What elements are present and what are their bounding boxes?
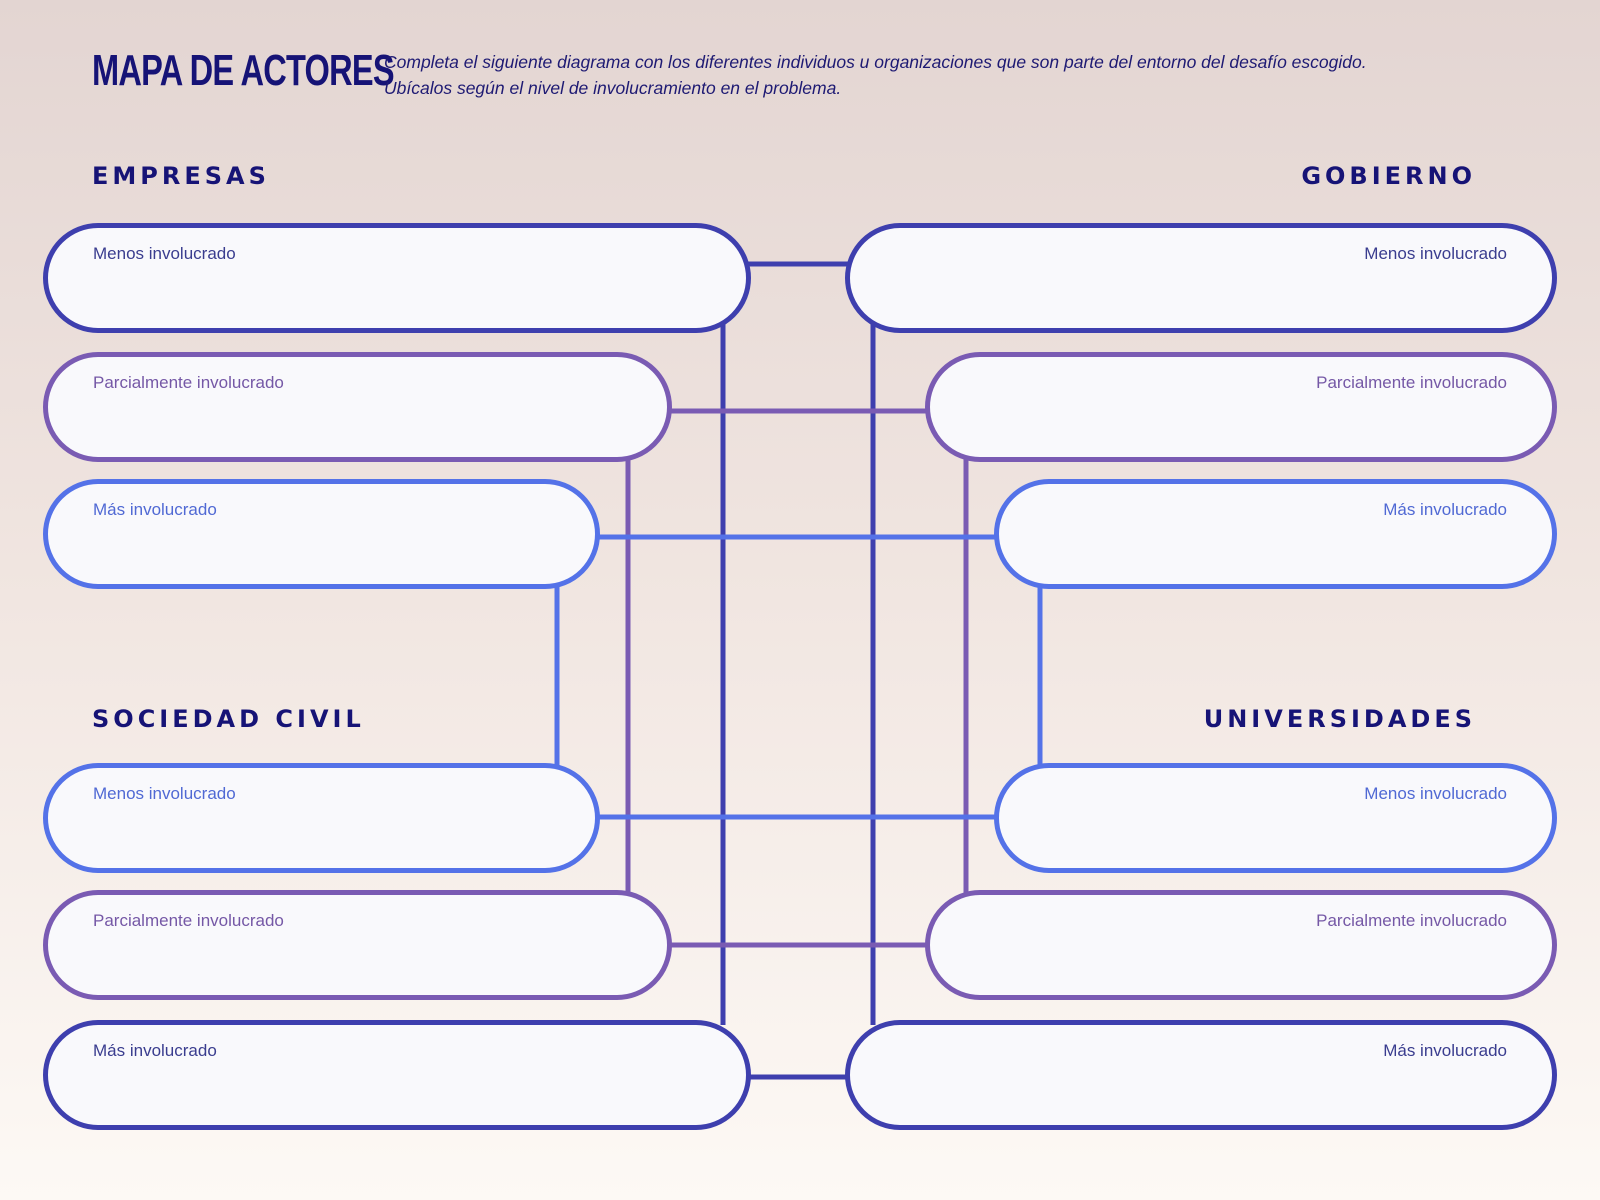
sociedad-civil-parcialmente-involucrado-box[interactable]: Parcialmente involucrado [43,890,672,1000]
level-label: Más involucrado [93,1041,217,1060]
universidades-parcialmente-involucrado-box[interactable]: Parcialmente involucrado [925,890,1557,1000]
gobierno-menos-involucrado-box[interactable]: Menos involucrado [845,223,1557,333]
level-label: Menos involucrado [1364,244,1507,263]
section-title-sociedad-civil: SOCIEDAD CIVIL [92,705,365,733]
level-label: Parcialmente involucrado [1316,911,1507,930]
level-label: Más involucrado [93,500,217,519]
sociedad-civil-menos-involucrado-box[interactable]: Menos involucrado [43,763,600,873]
level-label: Menos involucrado [93,244,236,263]
level-label: Parcialmente involucrado [93,373,284,392]
level-label: Más involucrado [1383,500,1507,519]
empresas-mas-involucrado-box[interactable]: Más involucrado [43,479,600,589]
description-line-2: Ubícalos según el nivel de involucramien… [384,78,842,98]
level-label: Menos involucrado [93,784,236,803]
universidades-mas-involucrado-box[interactable]: Más involucrado [845,1020,1557,1130]
description: Completa el siguiente diagrama con los d… [384,49,1524,101]
empresas-menos-involucrado-box[interactable]: Menos involucrado [43,223,751,333]
description-line-1: Completa el siguiente diagrama con los d… [384,52,1367,72]
section-title-gobierno: GOBIERNO [1301,162,1476,190]
universidades-menos-involucrado-box[interactable]: Menos involucrado [994,763,1557,873]
gobierno-parcialmente-involucrado-box[interactable]: Parcialmente involucrado [925,352,1557,462]
section-title-empresas: EMPRESAS [92,162,270,190]
section-title-universidades: UNIVERSIDADES [1203,705,1476,733]
level-label: Menos involucrado [1364,784,1507,803]
level-label: Parcialmente involucrado [1316,373,1507,392]
level-label: Más involucrado [1383,1041,1507,1060]
level-label: Parcialmente involucrado [93,911,284,930]
page-title: MAPA DE ACTORES [92,46,395,95]
sociedad-civil-mas-involucrado-box[interactable]: Más involucrado [43,1020,751,1130]
empresas-parcialmente-involucrado-box[interactable]: Parcialmente involucrado [43,352,672,462]
gobierno-mas-involucrado-box[interactable]: Más involucrado [994,479,1557,589]
